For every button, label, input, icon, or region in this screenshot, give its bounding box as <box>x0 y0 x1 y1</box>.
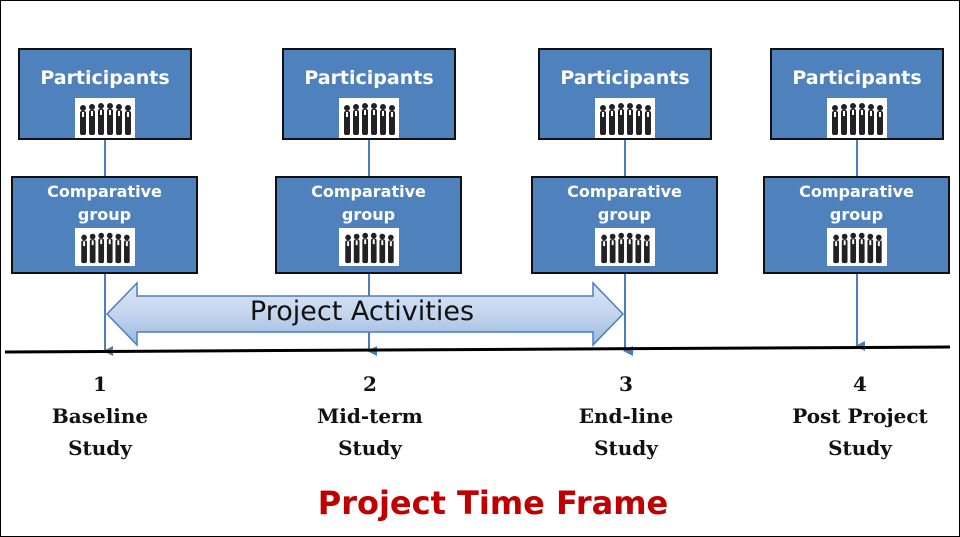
comparative-group-box-1: Comparative group <box>11 176 198 274</box>
timeline-axis <box>4 345 951 354</box>
participants-box-2: Participants <box>282 48 456 140</box>
stage-suffix: Study <box>594 436 658 460</box>
stage-name: Post Project <box>792 404 928 428</box>
comparative-group-label: Comparative group <box>47 182 162 224</box>
participants-label: Participants <box>560 67 690 89</box>
stage-4: 4 Post Project Study <box>760 368 960 464</box>
participants-box-4: Participants <box>770 48 944 140</box>
stage-number: 2 <box>363 372 377 396</box>
stage-suffix: Study <box>828 436 892 460</box>
project-activities-arrow <box>105 281 625 347</box>
participants-label: Participants <box>792 67 922 89</box>
stage-number: 4 <box>853 372 867 396</box>
stage-number: 1 <box>93 372 107 396</box>
stage-suffix: Study <box>338 436 402 460</box>
comparative-group-box-4: Comparative group <box>763 176 950 274</box>
comparative-group-box-3: Comparative group <box>531 176 718 274</box>
business-people-group-icon <box>338 228 399 266</box>
stage-2: 2 Mid-term Study <box>270 368 470 464</box>
comparative-group-label: Comparative group <box>799 182 914 224</box>
participants-label: Participants <box>304 67 434 89</box>
project-activities-label: Project Activities <box>249 296 475 327</box>
business-people-group-icon <box>827 98 887 138</box>
stage-number: 3 <box>619 372 633 396</box>
participants-box-3: Participants <box>538 48 712 140</box>
participants-box-1: Participants <box>18 48 192 140</box>
stage-name: End-line <box>578 404 674 428</box>
business-people-group-icon <box>594 228 655 266</box>
stage-name: Baseline <box>51 404 149 428</box>
stage-name: Mid-term <box>317 404 423 428</box>
participants-label: Participants <box>40 67 170 89</box>
business-people-group-icon <box>595 98 655 138</box>
business-people-group-icon <box>826 228 887 266</box>
stage-suffix: Study <box>68 436 132 460</box>
project-time-frame-title: Project Time Frame <box>317 484 669 522</box>
business-people-group-icon <box>75 98 135 138</box>
stage-1: 1 Baseline Study <box>0 368 200 464</box>
business-people-group-icon <box>339 98 399 138</box>
business-people-group-icon <box>74 228 135 266</box>
comparative-group-label: Comparative group <box>567 182 682 224</box>
comparative-group-box-2: Comparative group <box>275 176 462 274</box>
comparative-group-label: Comparative group <box>311 182 426 224</box>
stage-3: 3 End-line Study <box>526 368 726 464</box>
